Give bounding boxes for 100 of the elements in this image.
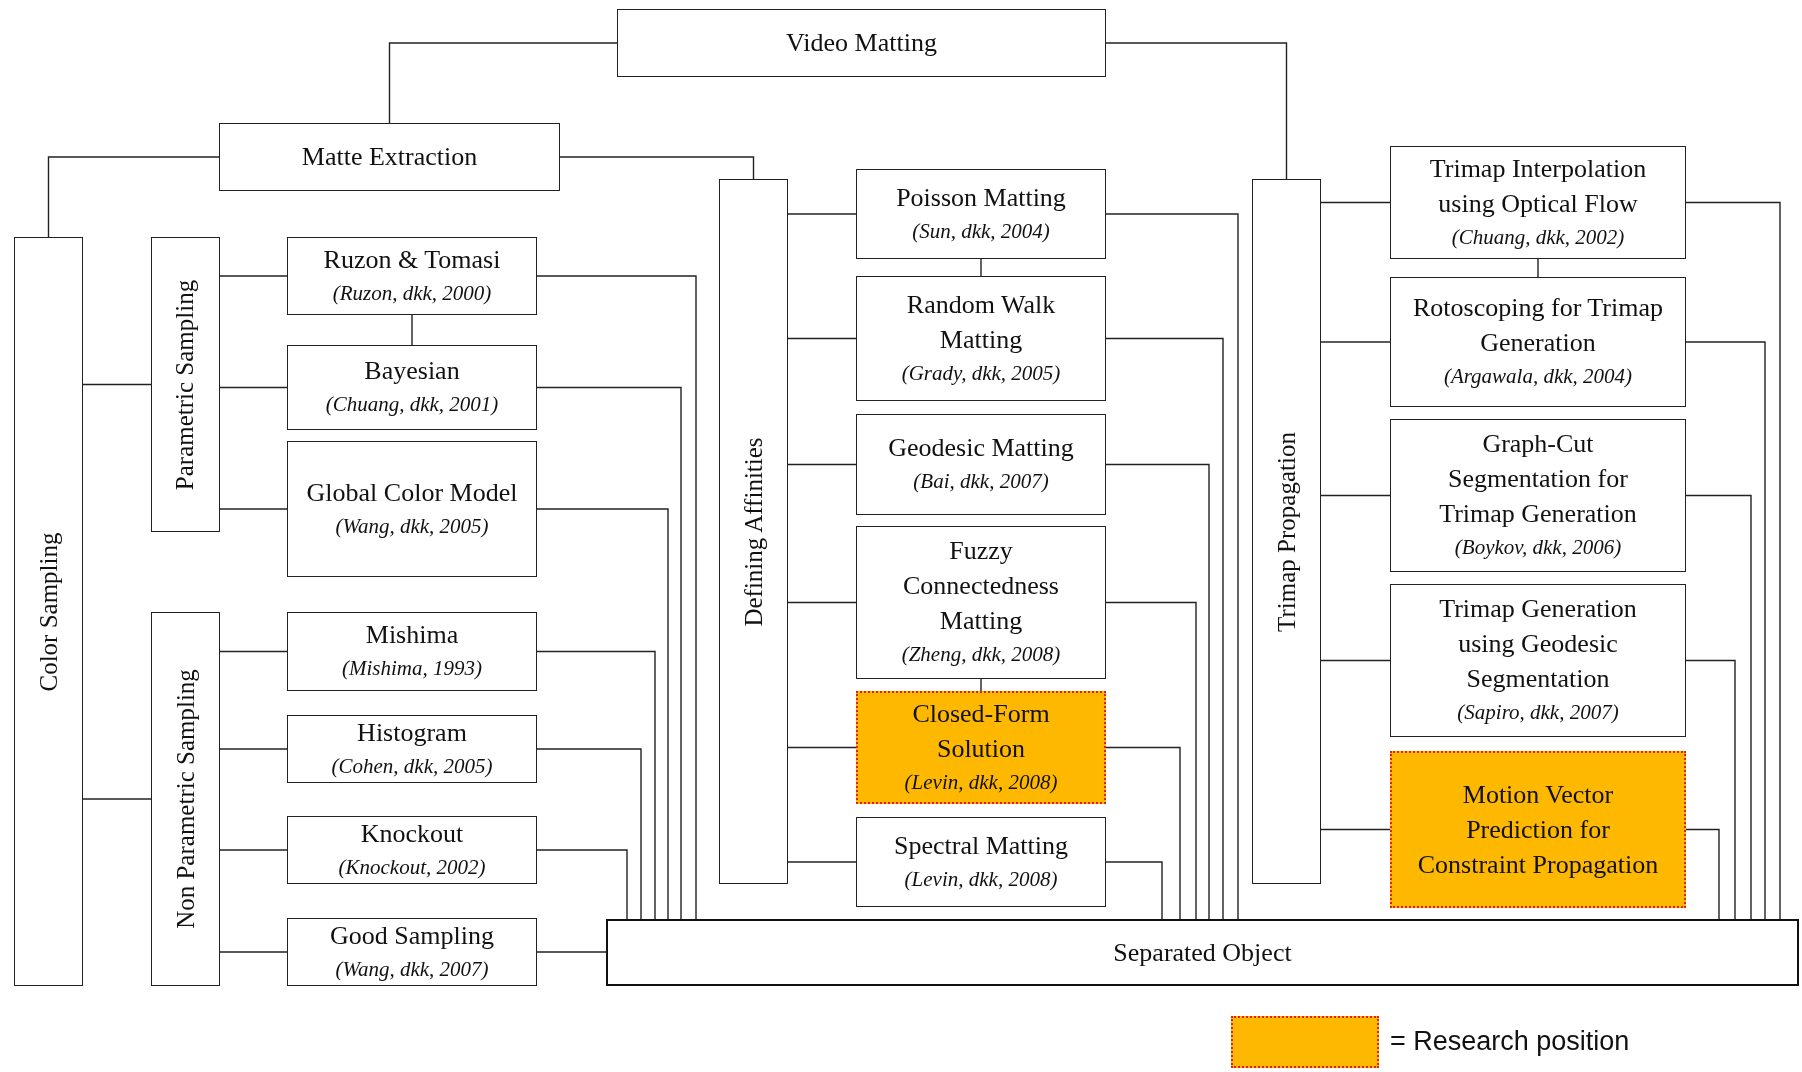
connector-line: [219, 275, 288, 277]
citation: (Argawala, dkk, 2004): [1443, 363, 1633, 391]
citation: (Chuang, dkk, 2002): [1451, 223, 1625, 251]
method-box: [287, 612, 537, 691]
method-name: Knockout: [359, 817, 465, 850]
citation: (Sapiro, dkk, 2007): [1457, 699, 1619, 727]
connector-line: [536, 748, 642, 920]
connector-line: [559, 156, 755, 180]
method-box: [287, 715, 537, 783]
connector-line: [219, 951, 288, 953]
citation: (Chuang, dkk, 2001): [325, 391, 499, 419]
connector-line: [980, 258, 982, 277]
connector-line: [536, 386, 682, 920]
output-box: [606, 919, 1799, 986]
method-box: [287, 237, 537, 315]
category-box: [1252, 179, 1321, 884]
citation: (Sun, dkk, 2004): [912, 217, 1050, 245]
method-name: Closed-Form Solution: [911, 697, 1051, 765]
method-box: [287, 441, 537, 577]
method-box: [617, 9, 1106, 77]
connector-line: [536, 849, 628, 920]
connector-line: [219, 650, 288, 653]
method-name: Mishima: [364, 619, 460, 652]
method-name: Good Sampling: [329, 919, 495, 952]
connector-line: [1320, 341, 1391, 343]
method-box: [287, 816, 537, 884]
connector-line: [1320, 659, 1391, 662]
connector-line: [536, 951, 607, 953]
legend-label: = Research position: [1390, 1026, 1630, 1057]
connector-line: [1685, 659, 1736, 920]
connector-line: [536, 275, 697, 920]
method-box: [219, 123, 560, 191]
method-name: Histogram: [356, 716, 468, 749]
category-label: Color Sampling: [34, 532, 63, 691]
highlighted-method-box: [1390, 751, 1686, 908]
citation: (Ruzon, dkk, 2000): [332, 279, 492, 307]
connector-line: [219, 508, 288, 510]
connector-line: [787, 463, 857, 466]
connector-line: [1685, 828, 1720, 920]
connector-line: [1105, 42, 1288, 180]
method-box: [856, 276, 1106, 401]
method-name: Spectral Matting: [893, 829, 1069, 862]
citation: (Bai, dkk, 2007): [913, 468, 1049, 496]
method-name: Graph-Cut Segmentation for Trimap Generation: [1438, 428, 1638, 531]
method-box: [856, 414, 1106, 515]
category-box: [151, 237, 220, 532]
method-box: [1390, 419, 1686, 572]
connector-line: [1685, 494, 1752, 920]
connector-line: [219, 386, 288, 389]
method-box: [287, 345, 537, 430]
highlighted-method-box: [856, 691, 1106, 804]
citation: (Wang, dkk, 2005): [335, 512, 489, 540]
connector-line: [1105, 213, 1239, 920]
connector-line: [536, 650, 656, 920]
citation: (Levin, dkk, 2008): [904, 865, 1058, 893]
method-name: Separated Object: [1112, 936, 1293, 969]
citation: (Cohen, dkk, 2005): [331, 752, 493, 780]
connector-line: [1105, 861, 1163, 920]
connector-line: [1320, 828, 1391, 831]
connector-line: [82, 798, 152, 800]
method-name: Random Walk Matting: [905, 288, 1057, 356]
connector-line: [82, 383, 152, 386]
connector-line: [47, 156, 220, 238]
connector-line: [787, 601, 857, 604]
method-name: Geodesic Matting: [887, 432, 1075, 465]
method-name: Poisson Matting: [895, 181, 1067, 214]
connector-line: [1105, 337, 1224, 920]
citation: (Mishima, 1993): [342, 655, 482, 683]
citation: (Zheng, dkk, 2008): [901, 641, 1061, 669]
citation: (Levin, dkk, 2008): [904, 768, 1058, 796]
method-name: Video Matting: [785, 27, 938, 60]
method-name: Motion Vector Prediction for Constraint Propagation: [1416, 778, 1660, 882]
method-name: Rotoscoping for Trimap Generation: [1412, 292, 1664, 360]
method-name: Trimap Generation using Geodesic Segmentation: [1438, 593, 1638, 696]
connector-line: [1105, 601, 1197, 920]
connector-line: [1685, 201, 1781, 920]
connector-line: [1105, 746, 1181, 920]
citation: (Knockout, 2002): [338, 853, 486, 881]
connector-line: [787, 746, 857, 749]
method-name: Ruzon & Tomasi: [322, 243, 502, 276]
connector-line: [1320, 201, 1391, 204]
connector-line: [219, 748, 288, 750]
method-box: [1390, 277, 1686, 407]
connector-line: [219, 849, 288, 851]
method-box: [856, 169, 1106, 259]
category-box: [14, 237, 83, 986]
connector-line: [1537, 258, 1539, 278]
connector-line: [787, 337, 857, 340]
method-box: [1390, 584, 1686, 737]
category-label: Parametric Sampling: [171, 279, 200, 490]
method-box: [287, 918, 537, 986]
method-name: Matte Extraction: [300, 141, 479, 174]
connector-line: [787, 861, 857, 863]
category-label: Defining Affinities: [739, 436, 768, 627]
connector-line: [787, 213, 857, 215]
category-label: Trimap Propagation: [1272, 431, 1301, 632]
connector-line: [1105, 463, 1210, 920]
method-name: Global Color Model: [305, 476, 519, 509]
category-box: [719, 179, 788, 884]
connector-line: [980, 678, 982, 692]
